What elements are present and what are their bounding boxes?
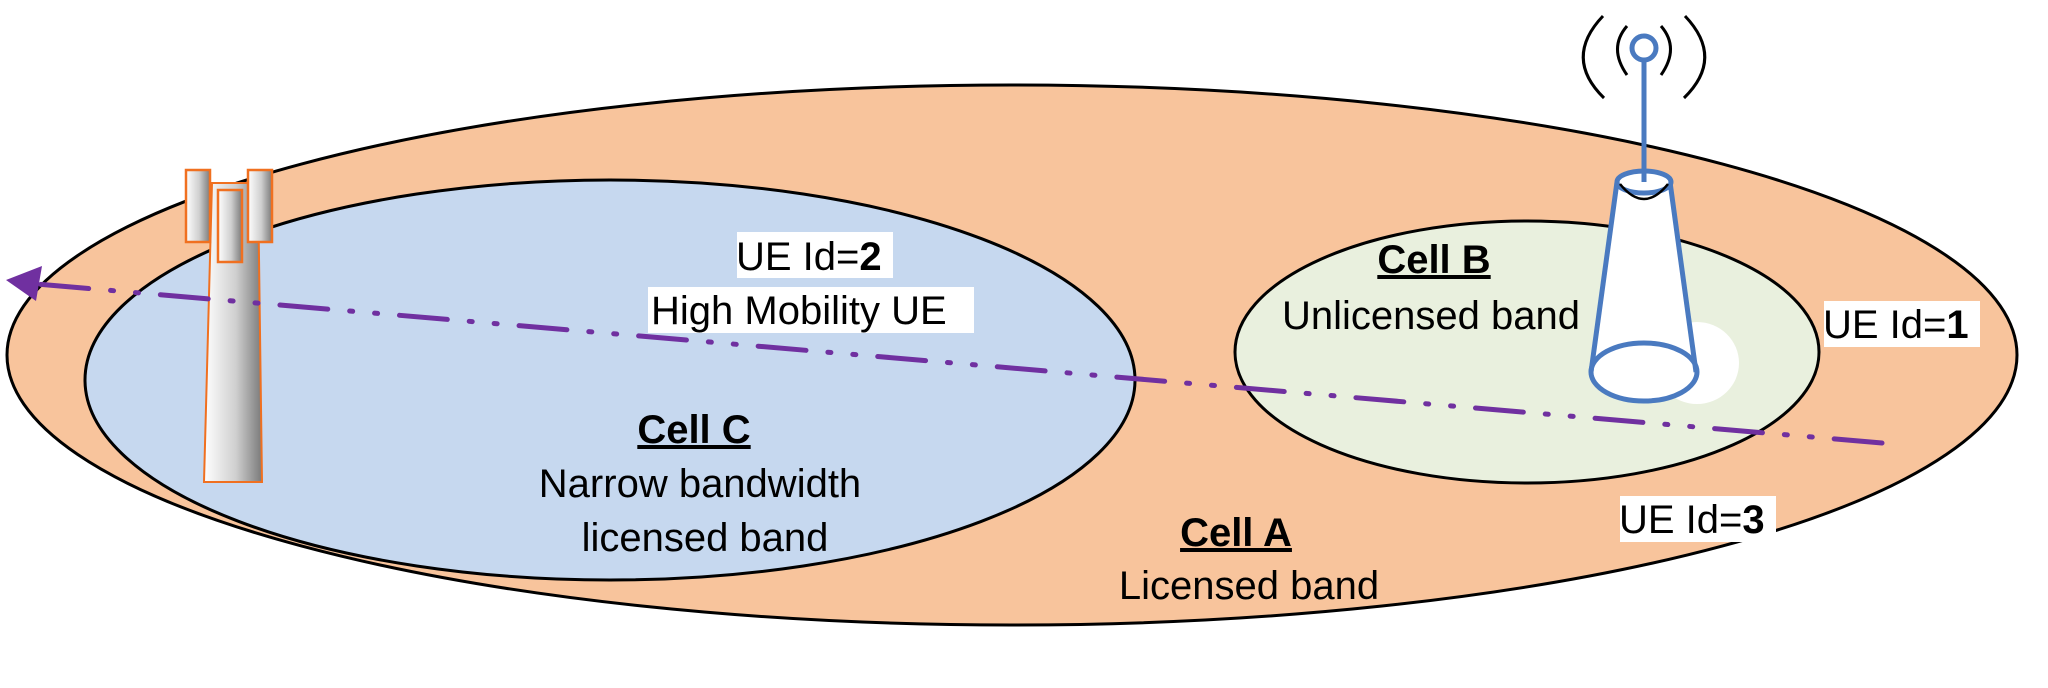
- cell-b-subtitle: Unlicensed band: [1282, 294, 1580, 338]
- cell-c-subtitle-line2: licensed band: [582, 516, 829, 560]
- ue-trajectory: [6, 266, 1885, 446]
- cell-tower-icon: [184, 168, 274, 483]
- ue2-description: High Mobility UE: [651, 289, 947, 333]
- cell-a-subtitle: Licensed band: [1119, 564, 1379, 608]
- cell-a-title: Cell A: [1180, 511, 1292, 555]
- arrow-left-icon: [6, 266, 42, 301]
- cell-c-subtitle-line1: Narrow bandwidth: [539, 462, 861, 506]
- ue2-label: UE Id=2: [736, 235, 882, 279]
- antenna-icon: [1581, 14, 1739, 404]
- cell-c-title: Cell C: [637, 408, 750, 452]
- cell-b-title: Cell B: [1377, 238, 1490, 282]
- ue1-label: UE Id=1: [1823, 303, 1969, 347]
- ue2-label-bg: [737, 232, 893, 278]
- ue1-label-bg: [1824, 301, 1980, 347]
- ue3-label-bg: [1620, 496, 1776, 542]
- ue2-desc-bg: [648, 287, 974, 333]
- ue3-label: UE Id=3: [1619, 498, 1765, 542]
